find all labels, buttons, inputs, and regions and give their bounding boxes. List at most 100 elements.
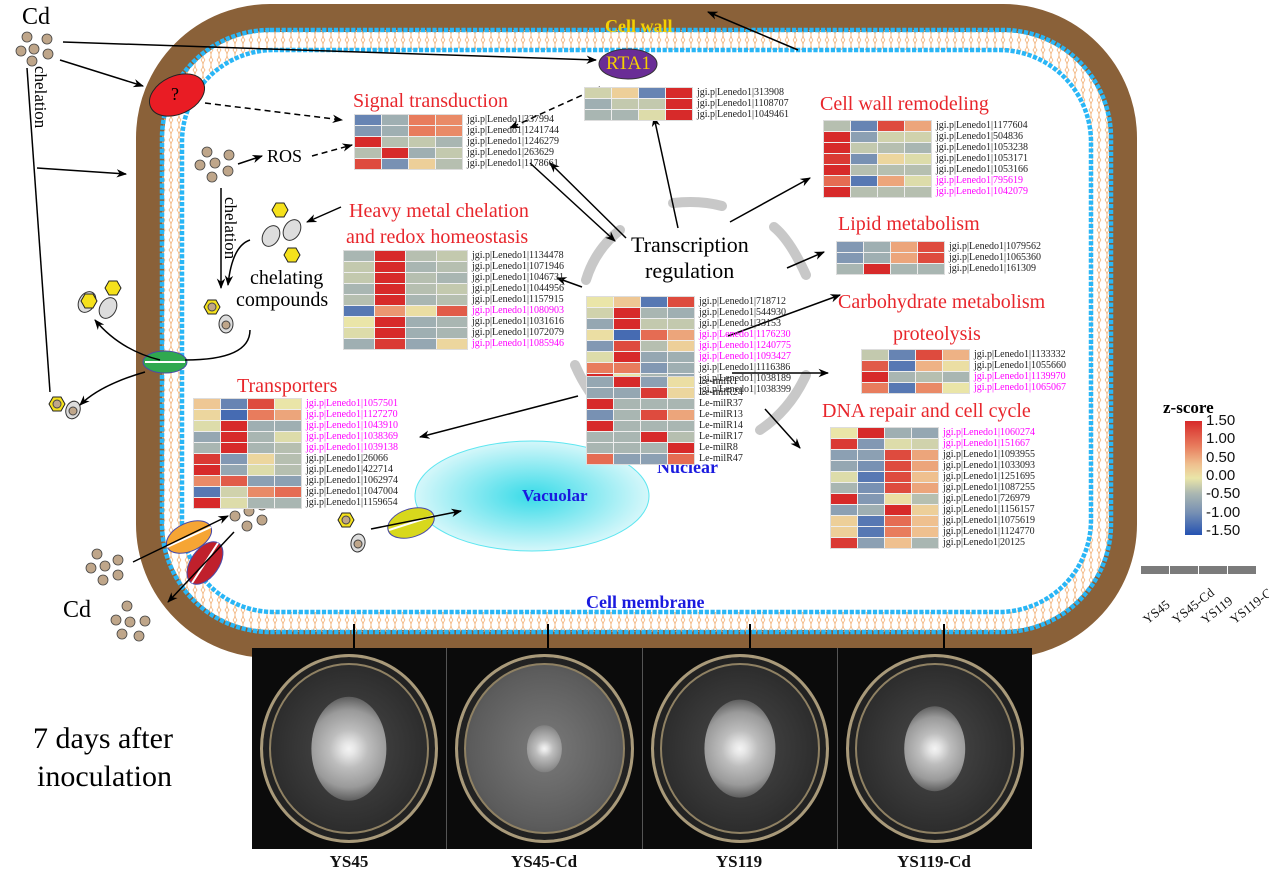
chelating-label: chelating bbox=[250, 267, 324, 289]
heatmap-cell bbox=[905, 187, 931, 197]
heatmap-cell bbox=[614, 330, 640, 340]
culture-plate bbox=[838, 648, 1032, 849]
heatmap-cell bbox=[194, 432, 220, 442]
heatmap-cell bbox=[912, 439, 938, 449]
zscore-title: z-score bbox=[1163, 398, 1214, 417]
heatmap-grid bbox=[343, 250, 468, 350]
heatmap-cell bbox=[878, 187, 904, 197]
heatmap-cell bbox=[824, 132, 850, 142]
heatmap-cell bbox=[221, 399, 247, 409]
heatmap-cell bbox=[275, 498, 301, 508]
gene-label: jgi.p|Lenedo1|1072079 bbox=[472, 327, 565, 338]
gene-label: jgi.p|Lenedo1|1124770 bbox=[943, 526, 1035, 537]
heatmap-cell bbox=[918, 264, 944, 274]
heatmap-cell bbox=[639, 99, 665, 109]
heatmap-cell bbox=[614, 454, 640, 464]
heatmap-cell bbox=[641, 377, 667, 387]
efflux-transporter-green bbox=[142, 350, 188, 374]
heatmap-cell bbox=[831, 472, 857, 482]
heatmap-cell bbox=[641, 330, 667, 340]
heatmap-cell bbox=[614, 308, 640, 318]
heatmap-cell bbox=[382, 115, 408, 125]
heatmap-cell bbox=[668, 410, 694, 420]
heatmap-cell bbox=[918, 242, 944, 252]
chelated-complex-inner bbox=[203, 299, 234, 334]
heatmap-cell bbox=[194, 399, 220, 409]
heatmap-cell bbox=[641, 319, 667, 329]
heatmap-cell bbox=[437, 339, 467, 349]
zscore-tick: -0.50 bbox=[1206, 485, 1241, 503]
heatmap-cell bbox=[221, 443, 247, 453]
heatmap-cell bbox=[406, 262, 436, 272]
heatmap-cell bbox=[878, 176, 904, 186]
cell-wall bbox=[136, 4, 1137, 658]
heatmap-cell bbox=[612, 110, 638, 120]
heatmap-cell bbox=[831, 461, 857, 471]
heatmap-cell bbox=[409, 115, 435, 125]
gene-label: jgi.p|Lenedo1|1053171 bbox=[936, 153, 1029, 164]
heatmap-cell bbox=[891, 264, 917, 274]
heatmap-cell bbox=[912, 505, 938, 515]
heatmap-cell bbox=[355, 126, 381, 136]
heatmap-cell bbox=[668, 297, 694, 307]
heatmap-cell bbox=[858, 428, 884, 438]
culture-plates bbox=[252, 648, 1032, 849]
cell-wall-label: Cell wall bbox=[605, 16, 673, 36]
rta1-label: RTA1 bbox=[606, 53, 651, 74]
title-lipid: Lipid metabolism bbox=[838, 213, 980, 235]
heatmap-cell bbox=[248, 432, 274, 442]
gene-label: jgi.p|Lenedo1|26066 bbox=[306, 453, 389, 464]
heatmap-cell bbox=[851, 143, 877, 153]
heatmap-cell bbox=[614, 399, 640, 409]
heatmap-cell bbox=[406, 273, 436, 283]
heatmap-cell bbox=[248, 421, 274, 431]
sample-column-swatch bbox=[1228, 566, 1256, 574]
petri-dish bbox=[260, 654, 439, 843]
zscore-tick: 1.50 bbox=[1206, 412, 1236, 429]
gene-label: jgi.p|Lenedo1|1134478 bbox=[472, 250, 564, 261]
heatmap-cell bbox=[641, 454, 667, 464]
petri-dish bbox=[650, 654, 829, 843]
heatmap-cell bbox=[831, 494, 857, 504]
vacuolar-label: Vacuolar bbox=[522, 486, 588, 505]
heatmap-cell bbox=[864, 264, 890, 274]
heatmap-cell bbox=[864, 253, 890, 263]
heatmap-cell bbox=[889, 372, 915, 382]
heatmap-cell bbox=[912, 494, 938, 504]
gene-label: jgi.p|Lenedo1|422714 bbox=[306, 464, 394, 475]
heatmap-cell bbox=[406, 306, 436, 316]
heatmap-cell bbox=[878, 132, 904, 142]
heatmap-cell bbox=[437, 295, 467, 305]
heatmap-cell bbox=[587, 421, 613, 431]
heatmap-cell bbox=[614, 388, 640, 398]
heatmap-cell bbox=[943, 361, 969, 371]
gene-label: jgi.p|Lenedo1|1062974 bbox=[306, 475, 399, 486]
heatmap-grid bbox=[354, 114, 463, 170]
heatmap-cell bbox=[916, 372, 942, 382]
heatmap-cell bbox=[221, 498, 247, 508]
gene-label: Le-milR24 bbox=[699, 387, 743, 398]
gene-label: jgi.p|Lenedo1|1042079 bbox=[936, 186, 1029, 197]
vacuole bbox=[414, 440, 650, 552]
heatmap-cell bbox=[916, 350, 942, 360]
heatmap-cell bbox=[668, 388, 694, 398]
heatmap-cell bbox=[912, 527, 938, 537]
heatmap-cell bbox=[851, 176, 877, 186]
heatmap-cell bbox=[831, 538, 857, 548]
heatmap-cell bbox=[858, 527, 884, 537]
gene-label: jgi.p|Lenedo1|1057501 bbox=[306, 398, 399, 409]
gene-label: Le-milR47 bbox=[699, 453, 743, 464]
heatmap-cell bbox=[375, 328, 405, 338]
gene-label: jgi.p|Lenedo1|1038399 bbox=[699, 384, 792, 395]
heatmap-cell bbox=[668, 352, 694, 362]
heatmap-cell bbox=[344, 273, 374, 283]
gene-label: jgi.p|Lenedo1|1116386 bbox=[699, 362, 791, 373]
culture-plate bbox=[252, 648, 448, 849]
heatmap-cell bbox=[614, 421, 640, 431]
ros-label: ROS bbox=[267, 146, 303, 166]
heatmap-cell bbox=[587, 330, 613, 340]
